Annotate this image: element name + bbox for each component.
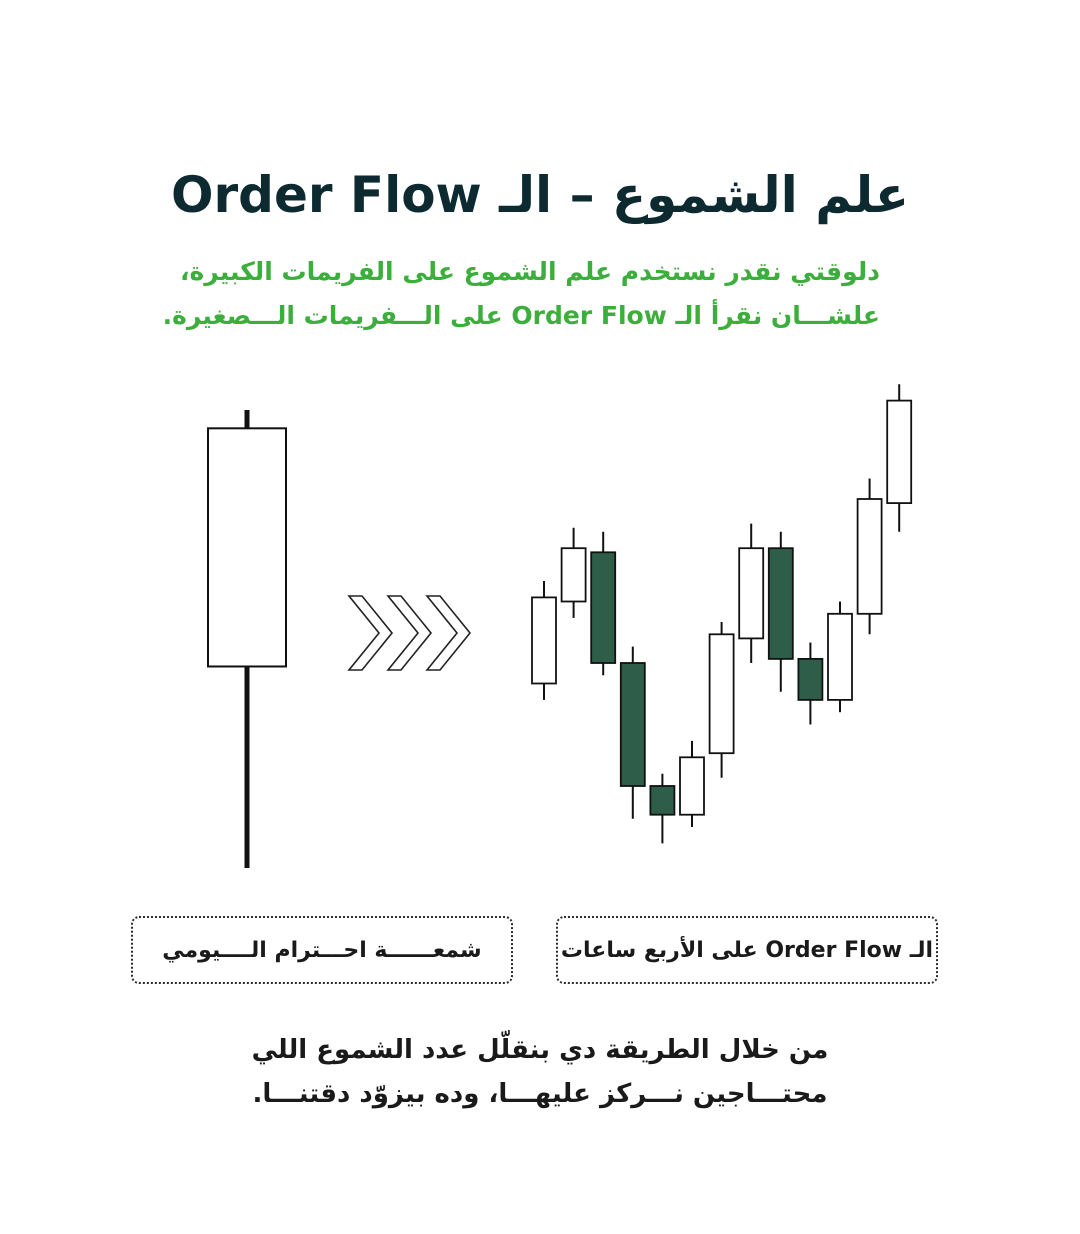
bullish-candle-body bbox=[827, 612, 853, 701]
bullish-candle-body bbox=[560, 547, 587, 603]
bullish-candle-body bbox=[856, 498, 883, 615]
candle-6 bbox=[679, 740, 705, 827]
bearish-candle-body bbox=[797, 658, 824, 701]
subtitle: دلوقتي نقدر نستخدم علم الشموع على الفريم… bbox=[160, 250, 880, 338]
candle-10 bbox=[797, 642, 824, 725]
daily-respect-candle-label: شمعــــــة احـــترام الــــيومي bbox=[131, 916, 513, 984]
candle-2 bbox=[560, 527, 587, 618]
subtitle-line-2: علشـــان نقرأ الـ Order Flow على الـــفر… bbox=[162, 301, 880, 330]
bearish-candle-body bbox=[649, 785, 676, 816]
footer-line-1: من خلال الطريقة دي بنقلّل عدد الشموع الل… bbox=[251, 1035, 829, 1065]
order-flow-candles bbox=[531, 384, 913, 844]
candle-8 bbox=[738, 523, 765, 663]
bearish-candle-body bbox=[619, 662, 646, 787]
page-title: علم الشموع – الـ Order Flow bbox=[170, 166, 909, 224]
big-candle bbox=[207, 410, 287, 868]
triple-chevron-right-icon bbox=[347, 595, 472, 671]
candle-13 bbox=[886, 384, 913, 532]
bearish-candle-body bbox=[767, 547, 794, 660]
order-flow-h4-label: الـ Order Flow على الأربع ساعات bbox=[556, 916, 938, 984]
chevron-2-icon bbox=[386, 595, 433, 671]
candle-4 bbox=[619, 646, 646, 819]
bullish-candle-body bbox=[886, 399, 913, 505]
bearish-candle-body bbox=[590, 551, 617, 664]
chevron-1-icon bbox=[347, 595, 394, 671]
bullish-candle-body bbox=[708, 633, 735, 755]
footer-text: من خلال الطريقة دي بنقلّل عدد الشموع الل… bbox=[160, 1028, 920, 1116]
candle-3 bbox=[590, 531, 617, 676]
candle-7 bbox=[708, 622, 735, 778]
big-candle-body bbox=[207, 427, 287, 668]
candle-9 bbox=[767, 531, 794, 692]
bullish-candle-body bbox=[531, 596, 557, 685]
candle-5 bbox=[649, 773, 676, 844]
chevron-3-icon bbox=[425, 595, 472, 671]
footer-line-2: محتـــاجين نـــركز عليهـــا، وده بيزوّد … bbox=[252, 1079, 828, 1109]
bullish-candle-body bbox=[738, 547, 765, 640]
candle-1 bbox=[531, 581, 557, 700]
candle-11 bbox=[827, 601, 853, 713]
bullish-candle-body bbox=[679, 756, 705, 816]
candle-12 bbox=[856, 478, 883, 635]
subtitle-line-1: دلوقتي نقدر نستخدم علم الشموع على الفريم… bbox=[180, 257, 880, 286]
